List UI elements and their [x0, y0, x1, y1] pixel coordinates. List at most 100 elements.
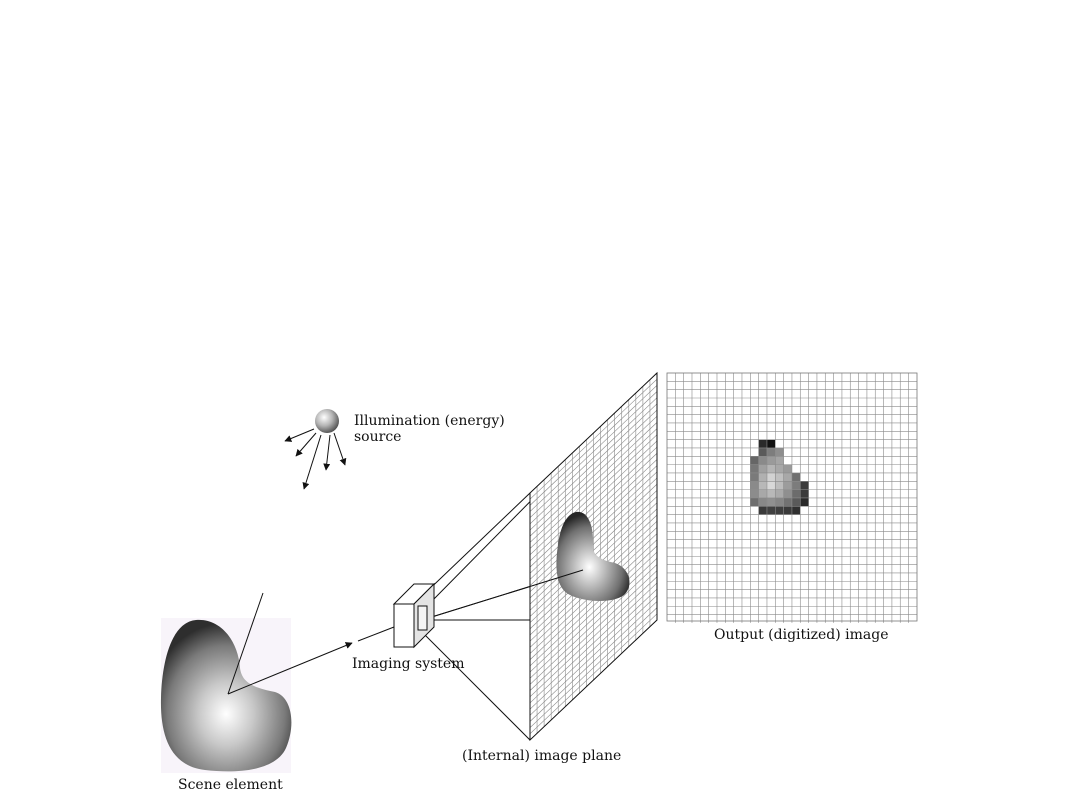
output-pixel	[783, 506, 792, 515]
scene-object	[160, 619, 292, 772]
output-pixel	[766, 497, 776, 507]
plane-grid-line	[530, 588, 657, 710]
output-pixel	[758, 497, 767, 507]
light-ray	[333, 432, 347, 466]
plane-grid-line	[530, 434, 657, 555]
incident-ray	[227, 592, 264, 695]
output-pixel	[766, 506, 776, 515]
output-pixel	[766, 489, 776, 498]
output-pixel	[758, 447, 767, 457]
plane-grid-line	[530, 564, 657, 685]
center-ray	[421, 569, 584, 621]
output-pixel	[766, 472, 776, 482]
output-pixel	[775, 447, 784, 457]
output-pixel	[791, 506, 801, 515]
output-pixel	[775, 456, 784, 465]
output-pixel	[750, 456, 759, 465]
output-pixel	[775, 497, 784, 507]
plane-grid-line	[530, 490, 657, 611]
light-ray	[302, 434, 322, 490]
plane-grid-line	[530, 453, 657, 574]
output-pixel	[775, 464, 784, 473]
output-pixel	[758, 472, 767, 482]
output-pixel	[766, 439, 776, 448]
output-pixel	[758, 439, 767, 448]
output-pixel	[750, 497, 759, 507]
plane-grid-line	[530, 422, 657, 543]
reflected-ray-continuation	[357, 626, 395, 642]
scene-element-label: Scene element	[178, 777, 283, 793]
output-pixel	[783, 472, 792, 482]
plane-grid-line	[530, 465, 657, 586]
plane-grid-line	[530, 428, 657, 549]
light-ray	[284, 428, 315, 442]
output-pixel	[800, 497, 809, 507]
plane-outline	[529, 371, 658, 742]
plane-grid-line	[530, 440, 657, 562]
plane-grid-line	[530, 595, 657, 716]
output-pixel	[775, 506, 784, 515]
output-pixel	[783, 489, 792, 498]
output-pixel	[766, 447, 776, 457]
output-pixel	[766, 481, 776, 490]
output-digitized-image	[666, 372, 918, 623]
imaging-system	[392, 582, 436, 649]
output-pixel	[775, 481, 784, 490]
output-pixel	[750, 464, 759, 473]
plane-grid-line	[530, 459, 657, 580]
camera-lens	[417, 605, 428, 631]
output-pixel	[800, 489, 809, 498]
output-pixel	[791, 497, 801, 507]
output-pixel	[750, 481, 759, 490]
output-pixel	[750, 489, 759, 498]
plane-grid-line	[530, 397, 657, 518]
light-source-sphere	[315, 409, 339, 433]
output-pixel	[758, 506, 767, 515]
plane-grid-line	[530, 446, 657, 568]
output-pixel	[775, 489, 784, 498]
output-pixel	[766, 464, 776, 473]
output-pixel	[800, 481, 809, 490]
light-ray	[323, 434, 331, 471]
output-pixel	[791, 472, 801, 482]
image-plane-label: (Internal) image plane	[462, 748, 622, 764]
plane-grid-line	[530, 477, 657, 599]
output-pixel	[758, 489, 767, 498]
illumination-source-label: Illumination (energy) source	[354, 413, 505, 445]
plane-grid-line	[530, 613, 657, 735]
output-image-label: Output (digitized) image	[714, 627, 889, 643]
imaging-system-label: Imaging system	[352, 656, 465, 672]
output-pixel	[758, 456, 767, 465]
output-pixel	[783, 497, 792, 507]
illumination-source	[284, 409, 347, 490]
projected-object	[556, 511, 630, 602]
illumination-label-line2: source	[354, 429, 402, 445]
output-pixel	[758, 464, 767, 473]
plane-grid-line	[530, 378, 657, 500]
output-pixel	[791, 489, 801, 498]
scene-element	[160, 592, 395, 773]
light-ray	[295, 432, 317, 457]
plane-grid-line	[530, 607, 657, 728]
illumination-label-line1: Illumination (energy)	[354, 413, 505, 429]
internal-image-plane	[421, 371, 658, 742]
output-pixel	[791, 481, 801, 490]
output-border	[666, 372, 918, 622]
output-pixel	[783, 481, 792, 490]
output-pixel	[783, 464, 792, 473]
plane-grid-line	[530, 483, 657, 605]
plane-grid-line	[530, 391, 657, 512]
reflected-ray	[227, 642, 353, 695]
plane-grid-line	[530, 570, 657, 691]
output-pixel	[766, 456, 776, 465]
camera-front	[393, 603, 415, 648]
plane-grid-line	[530, 601, 657, 722]
plane-grid-line	[530, 409, 657, 531]
output-pixel	[775, 472, 784, 482]
plane-grid-line	[530, 416, 657, 537]
plane-grid-line	[530, 403, 657, 525]
plane-grid-line	[530, 558, 657, 679]
plane-grid-line	[530, 582, 657, 704]
plane-grid-line	[530, 385, 657, 506]
